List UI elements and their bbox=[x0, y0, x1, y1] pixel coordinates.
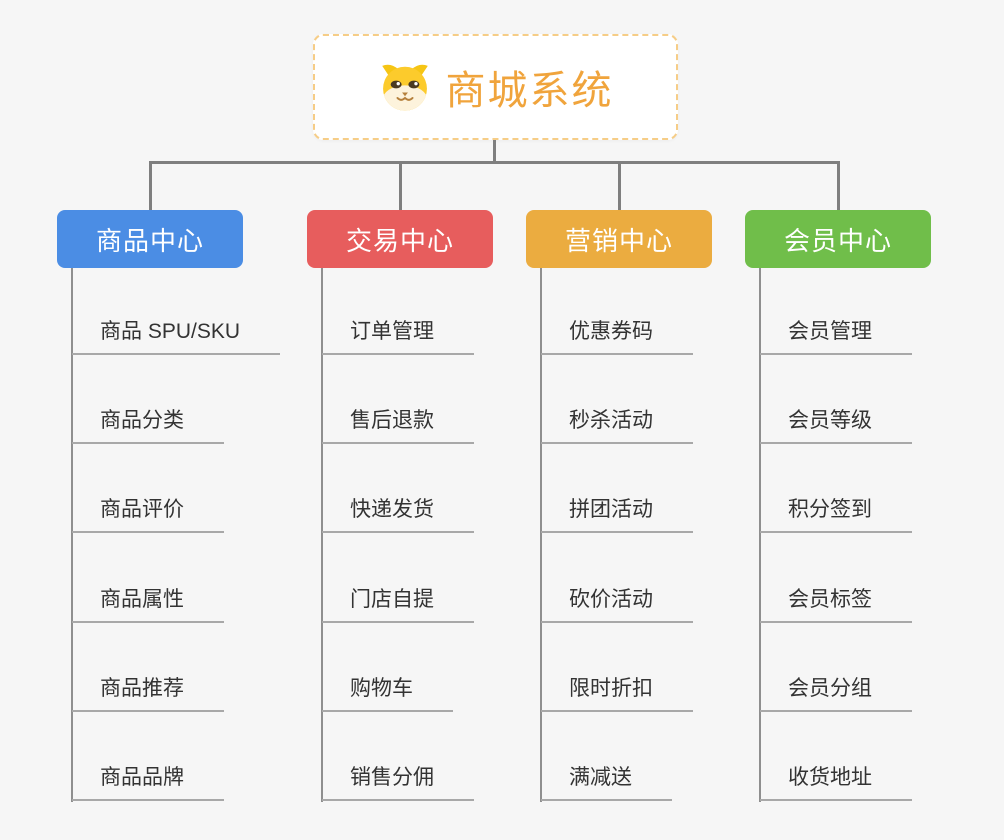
leaf-node[interactable]: 收货地址 bbox=[760, 763, 912, 801]
branch-label: 会员中心 bbox=[783, 225, 892, 256]
spine-trade bbox=[321, 268, 323, 802]
leaf-node[interactable]: 砍价活动 bbox=[541, 585, 693, 623]
leaf-node[interactable]: 会员分组 bbox=[760, 674, 912, 712]
spine-member bbox=[759, 268, 761, 802]
branch-node-marketing-center[interactable]: 营销中心 bbox=[526, 210, 712, 268]
leaf-node[interactable]: 秒杀活动 bbox=[541, 406, 693, 444]
leaf-node[interactable]: 商品评价 bbox=[72, 495, 224, 533]
spine-marketing bbox=[540, 268, 542, 802]
leaf-node[interactable]: 销售分佣 bbox=[322, 763, 474, 801]
dog-face-icon bbox=[378, 60, 432, 114]
branch-label: 营销中心 bbox=[564, 225, 673, 256]
leaf-node[interactable]: 商品品牌 bbox=[72, 763, 224, 801]
spine-product bbox=[71, 268, 73, 802]
leaf-node[interactable]: 会员等级 bbox=[760, 406, 912, 444]
leaf-node[interactable]: 快递发货 bbox=[322, 495, 474, 533]
leaf-node[interactable]: 会员管理 bbox=[760, 317, 912, 355]
connector-drop-product bbox=[149, 161, 152, 210]
connector-drop-member bbox=[837, 161, 840, 210]
root-node[interactable]: 商城系统 bbox=[313, 34, 678, 140]
leaf-node[interactable]: 积分签到 bbox=[760, 495, 912, 533]
leaf-node[interactable]: 满减送 bbox=[541, 763, 672, 801]
leaf-node[interactable]: 订单管理 bbox=[322, 317, 474, 355]
leaf-node[interactable]: 商品 SPU/SKU bbox=[72, 317, 281, 355]
leaf-node[interactable]: 拼团活动 bbox=[541, 495, 693, 533]
connector-root-stub bbox=[493, 140, 496, 164]
branch-label: 商品中心 bbox=[95, 225, 204, 256]
leaf-node[interactable]: 商品属性 bbox=[72, 585, 224, 623]
branch-label: 交易中心 bbox=[345, 225, 454, 256]
leaf-node[interactable]: 会员标签 bbox=[760, 585, 912, 623]
branch-node-product-center[interactable]: 商品中心 bbox=[57, 210, 243, 268]
leaf-node[interactable]: 商品推荐 bbox=[72, 674, 224, 712]
leaf-node[interactable]: 优惠券码 bbox=[541, 317, 693, 355]
connector-drop-trade bbox=[399, 161, 402, 210]
branch-node-trade-center[interactable]: 交易中心 bbox=[307, 210, 493, 268]
leaf-node[interactable]: 商品分类 bbox=[72, 406, 224, 444]
leaf-node[interactable]: 限时折扣 bbox=[541, 674, 693, 712]
leaf-node[interactable]: 售后退款 bbox=[322, 406, 474, 444]
connector-bus bbox=[149, 161, 840, 164]
root-title: 商城系统 bbox=[445, 69, 614, 113]
branch-node-member-center[interactable]: 会员中心 bbox=[745, 210, 931, 268]
leaf-node[interactable]: 门店自提 bbox=[322, 585, 474, 623]
connector-drop-marketing bbox=[618, 161, 621, 210]
leaf-node[interactable]: 购物车 bbox=[322, 674, 453, 712]
